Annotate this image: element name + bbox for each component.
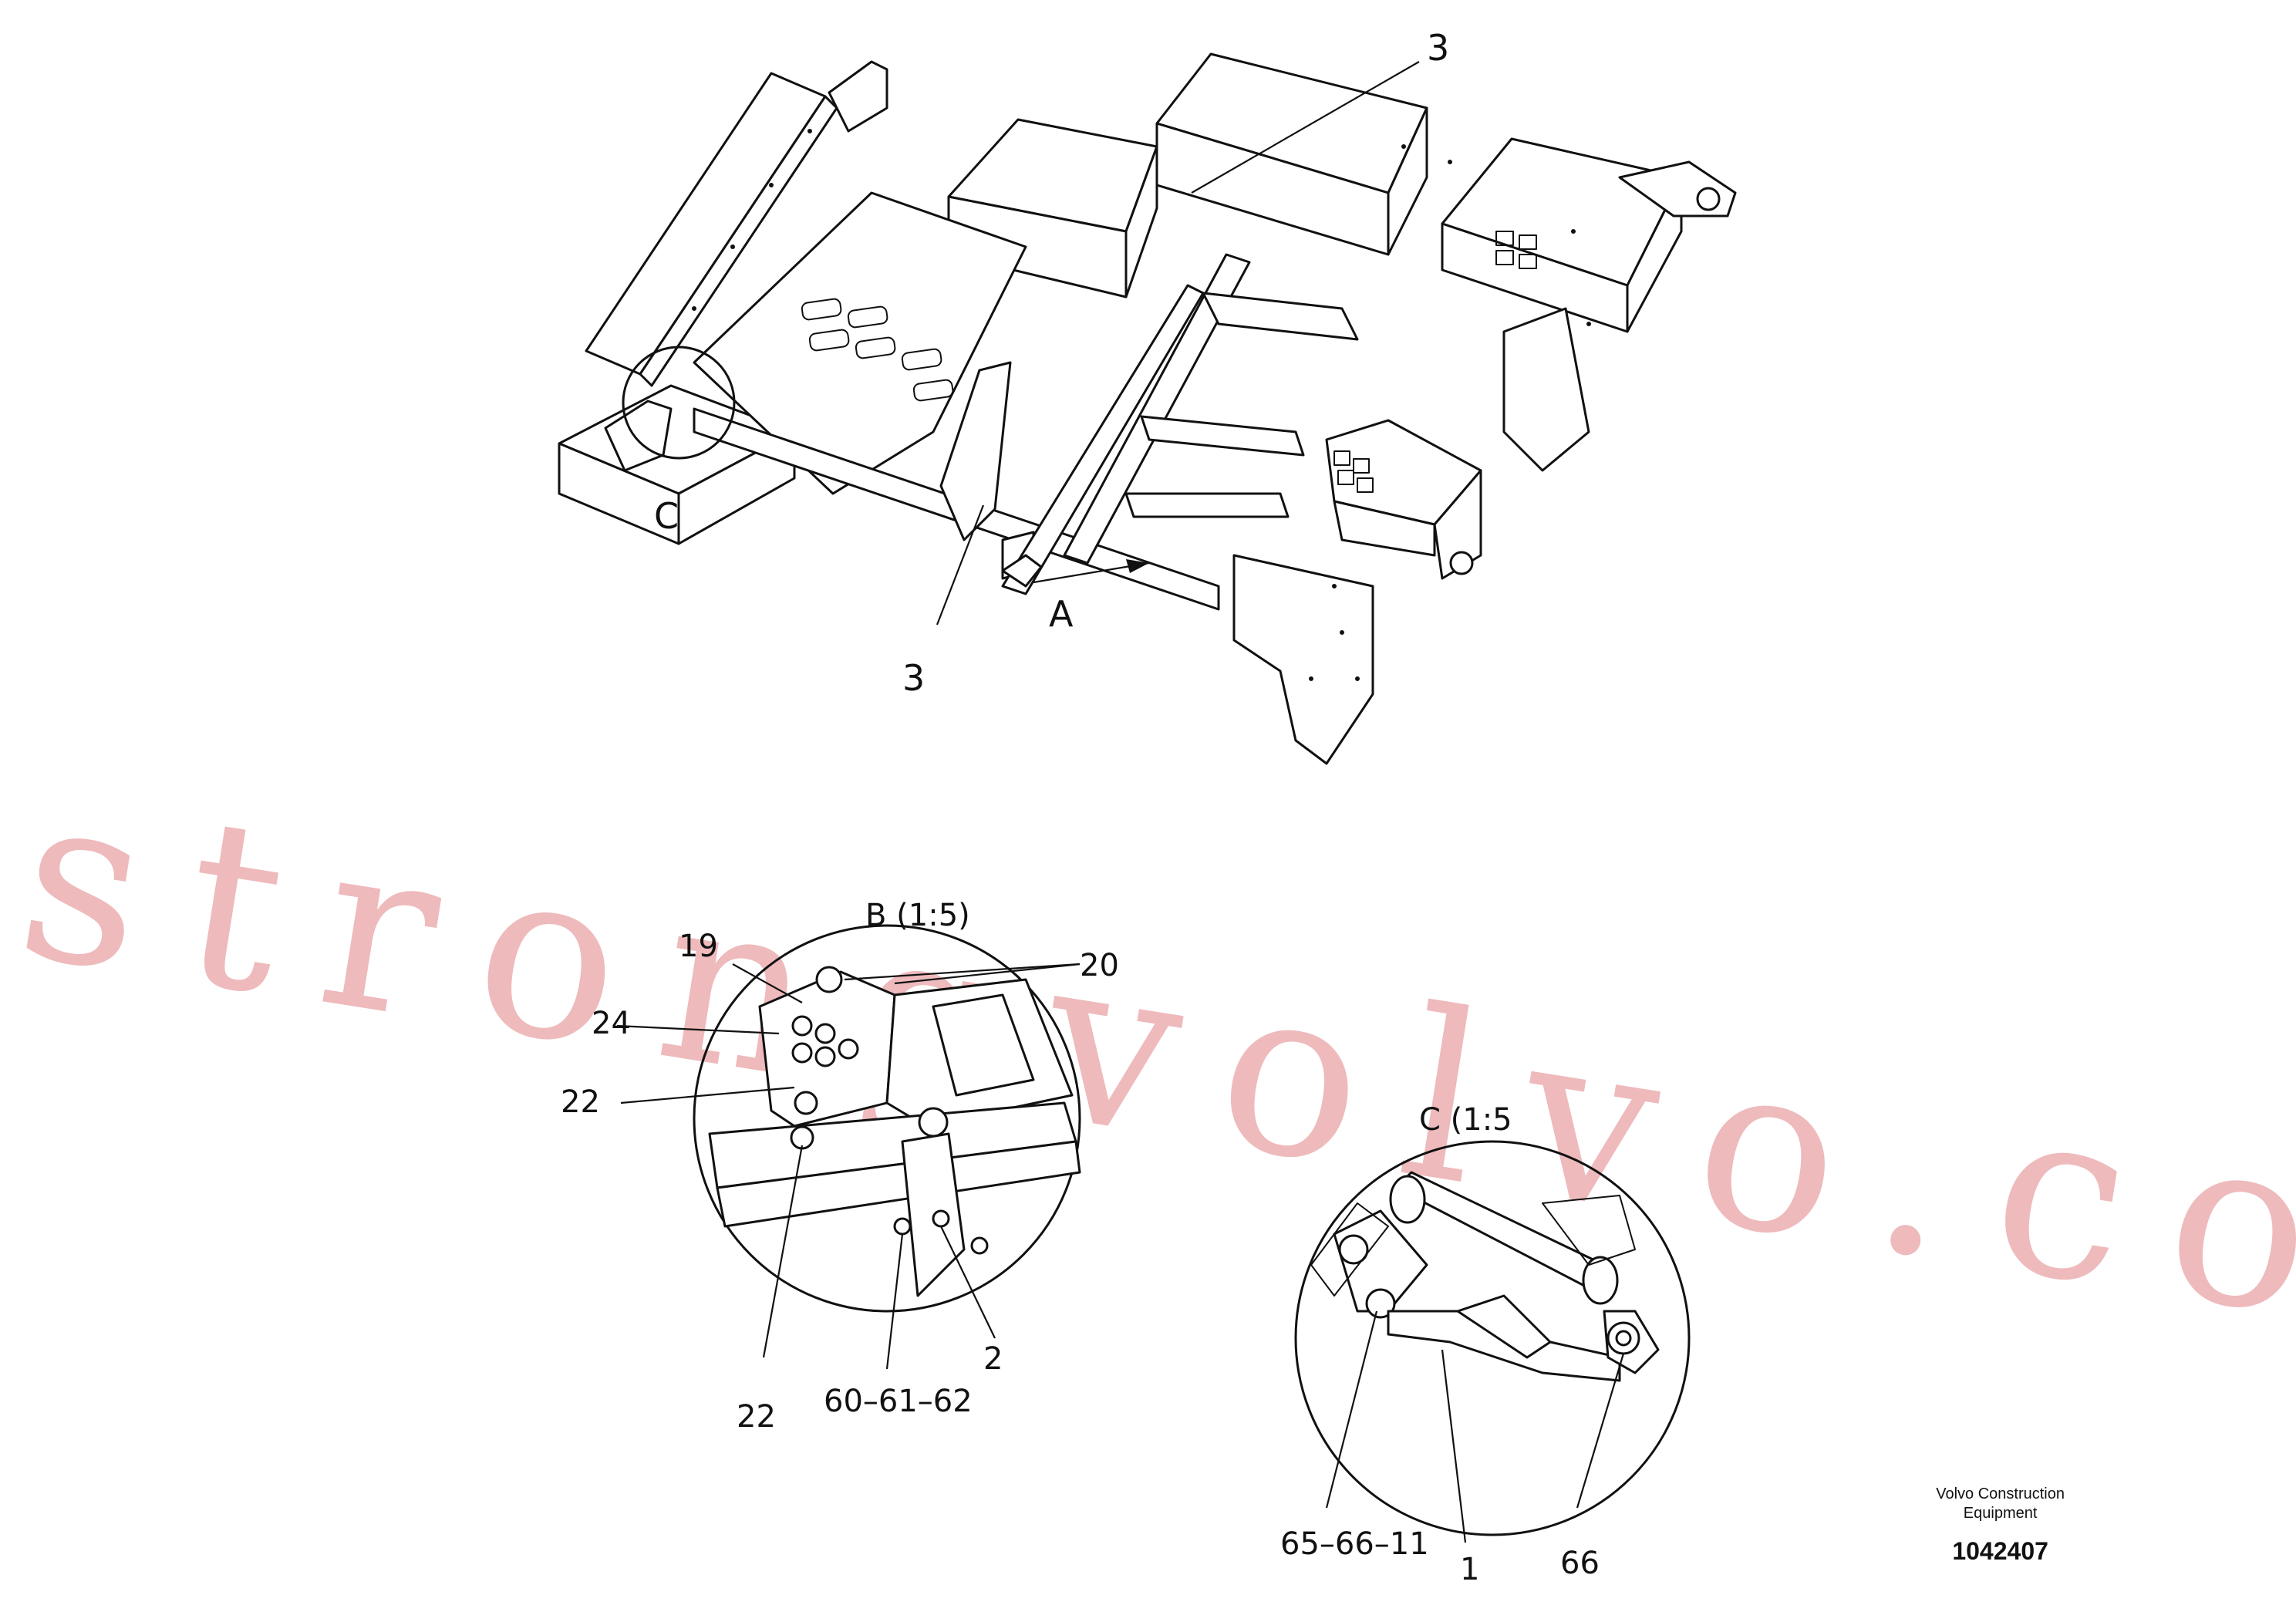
main-frame-assembly xyxy=(558,52,1737,765)
callout-c-marker: C xyxy=(654,495,679,537)
detail-b: B (1:5) 19 20 24 22 22 2 60–61–62 xyxy=(561,898,1119,1435)
detail-b-title: B (1:5) xyxy=(865,898,970,933)
detail-c-title: C (1:5 xyxy=(1419,1102,1512,1138)
callout-3-top: 3 xyxy=(1427,27,1449,69)
detail-c-circle xyxy=(1294,1140,1691,1536)
leader-3-top xyxy=(1191,61,1420,194)
detail-c-locator-circle xyxy=(622,346,736,460)
leader-3-bottom xyxy=(936,504,985,626)
detail-c: C (1:5 65–66–11 1 66 xyxy=(1280,1102,1691,1587)
detail-b-label-24: 24 xyxy=(592,1006,631,1041)
maker-line-1: Volvo Construction xyxy=(1936,1485,2065,1502)
detail-b-label-22-top: 22 xyxy=(561,1084,600,1120)
callout-a: A xyxy=(1049,593,1074,635)
maker-line-2: Equipment xyxy=(1963,1505,2038,1522)
callout-3-bottom: 3 xyxy=(902,657,925,699)
detail-b-label-20: 20 xyxy=(1080,948,1119,983)
detail-c-label-65-66-11: 65–66–11 xyxy=(1280,1526,1429,1562)
view-arrow-a xyxy=(1033,559,1150,584)
detail-c-label-66: 66 xyxy=(1560,1546,1600,1581)
detail-b-label-22-bottom: 22 xyxy=(737,1399,776,1435)
document-number: 1042407 xyxy=(1952,1537,2048,1565)
detail-b-label-19: 19 xyxy=(679,929,718,964)
detail-b-label-60-61-62: 60–61–62 xyxy=(824,1384,973,1419)
detail-c-label-1: 1 xyxy=(1460,1552,1479,1587)
footer-block: Volvo Construction Equipment 1042407 xyxy=(1936,1485,2065,1566)
detail-b-circle xyxy=(693,924,1081,1313)
detail-b-label-2: 2 xyxy=(983,1341,1003,1377)
